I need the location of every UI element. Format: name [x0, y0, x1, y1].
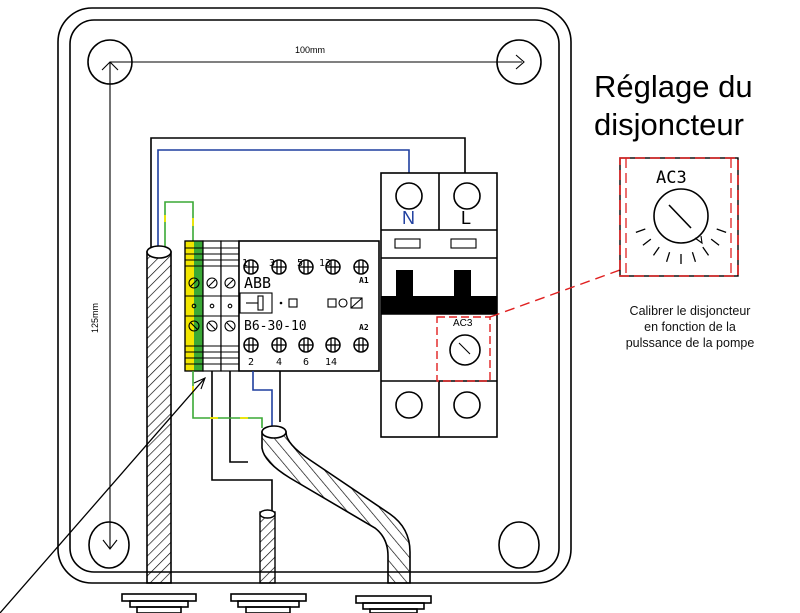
terminal-screws: [188, 277, 236, 332]
terminal-label-14: 14: [325, 357, 337, 368]
terminal-label-13: 13: [319, 258, 331, 269]
cable-glands: [121, 593, 432, 613]
detail-setting-label: AC3: [656, 168, 687, 188]
contactor-plunger: [239, 292, 273, 314]
small-cable: [259, 509, 276, 584]
terminal-n-top: [395, 182, 423, 210]
screw-terminal-bottom: [271, 337, 287, 353]
screw-terminal-top: [271, 259, 287, 275]
toggle-l: [454, 270, 471, 300]
title-line-2: disjoncteur: [594, 107, 744, 142]
cable-gland: [121, 593, 197, 613]
circuit-breaker: N L AC3: [380, 172, 498, 438]
screw-terminal-bottom: [325, 337, 341, 353]
terminal-label-2: 2: [248, 357, 254, 368]
neutral-wire: [157, 149, 410, 248]
coil-label-a2: A2: [359, 323, 369, 332]
callout: AC3: [489, 157, 739, 318]
calibration-caption: Calibrer le disjoncteur en fonction de l…: [584, 303, 796, 351]
coil-label-a1: A1: [359, 276, 369, 285]
pointer-arrow: [0, 376, 206, 613]
cable-gland: [230, 593, 307, 613]
terminal-label-1: 1: [242, 258, 248, 269]
screw-terminal-bottom: [243, 337, 259, 353]
dial-tick: [665, 252, 671, 262]
screw-terminal-bottom: [298, 337, 314, 353]
breaker-setting-label: AC3: [453, 318, 473, 329]
screw-terminal-top: [353, 259, 369, 275]
dial-tick: [710, 238, 720, 246]
screw-terminal-top: [325, 259, 341, 275]
supply-cable-left: [146, 245, 172, 584]
arrow-right-icon: [515, 54, 525, 70]
breaker-setting-title: Réglage du disjoncteur: [594, 68, 784, 144]
supply-wires: [150, 137, 466, 248]
line-wire: [150, 137, 466, 248]
terminal-label-6: 6: [303, 357, 309, 368]
dial-tick: [635, 228, 646, 234]
dimension-width: 100mm: [101, 45, 525, 71]
height-dimension-label: 125mm: [90, 303, 100, 333]
title-line-1: Réglage du: [594, 69, 753, 104]
line-label: L: [461, 208, 471, 228]
terminal-block: [184, 240, 240, 372]
neutral-label: N: [402, 208, 415, 228]
coil-icon: [350, 297, 363, 309]
arrow-down-icon: [102, 539, 118, 550]
mounting-hole-bottom-left: [88, 521, 130, 569]
pump-cable: [261, 425, 411, 584]
contactor: 1 3 5 13 ABB A1 B6-30-10 A2 2 4 6 14: [238, 240, 380, 372]
terminal-label-5: 5: [297, 258, 303, 269]
detail-dial: [653, 188, 709, 244]
contactor-brand: ABB: [244, 274, 271, 292]
dial-tick: [716, 228, 727, 234]
screw-terminal-top: [243, 259, 259, 275]
dial-tick: [642, 238, 652, 246]
terminal-l-bottom: [453, 391, 481, 419]
screw-terminal-bottom: [353, 337, 369, 353]
caption-line-3: pulssance de la pompe: [625, 336, 755, 350]
dial-tick: [691, 252, 697, 262]
caption-line-2: en fonction de la: [644, 320, 736, 334]
dial-tick: [652, 246, 660, 256]
terminal-l-top: [453, 182, 481, 210]
enclosure: [57, 7, 572, 584]
cable-gland: [355, 595, 432, 613]
caption-line-1: Calibrer le disjoncteur: [629, 304, 751, 318]
screw-terminal-top: [298, 259, 314, 275]
toggle-n: [396, 270, 413, 300]
dial-scale: [635, 228, 727, 264]
mounting-hole-bottom-right: [498, 521, 540, 569]
width-dimension-label: 100mm: [295, 45, 325, 55]
terminal-label-3: 3: [269, 258, 275, 269]
terminal-label-4: 4: [276, 357, 282, 368]
contactor-model: B6-30-10: [244, 319, 307, 334]
breaker-setting-dial: AC3: [436, 316, 491, 382]
terminal-n-bottom: [395, 391, 423, 419]
dial-tick: [702, 246, 710, 256]
dimension-height: 125mm: [90, 62, 118, 550]
